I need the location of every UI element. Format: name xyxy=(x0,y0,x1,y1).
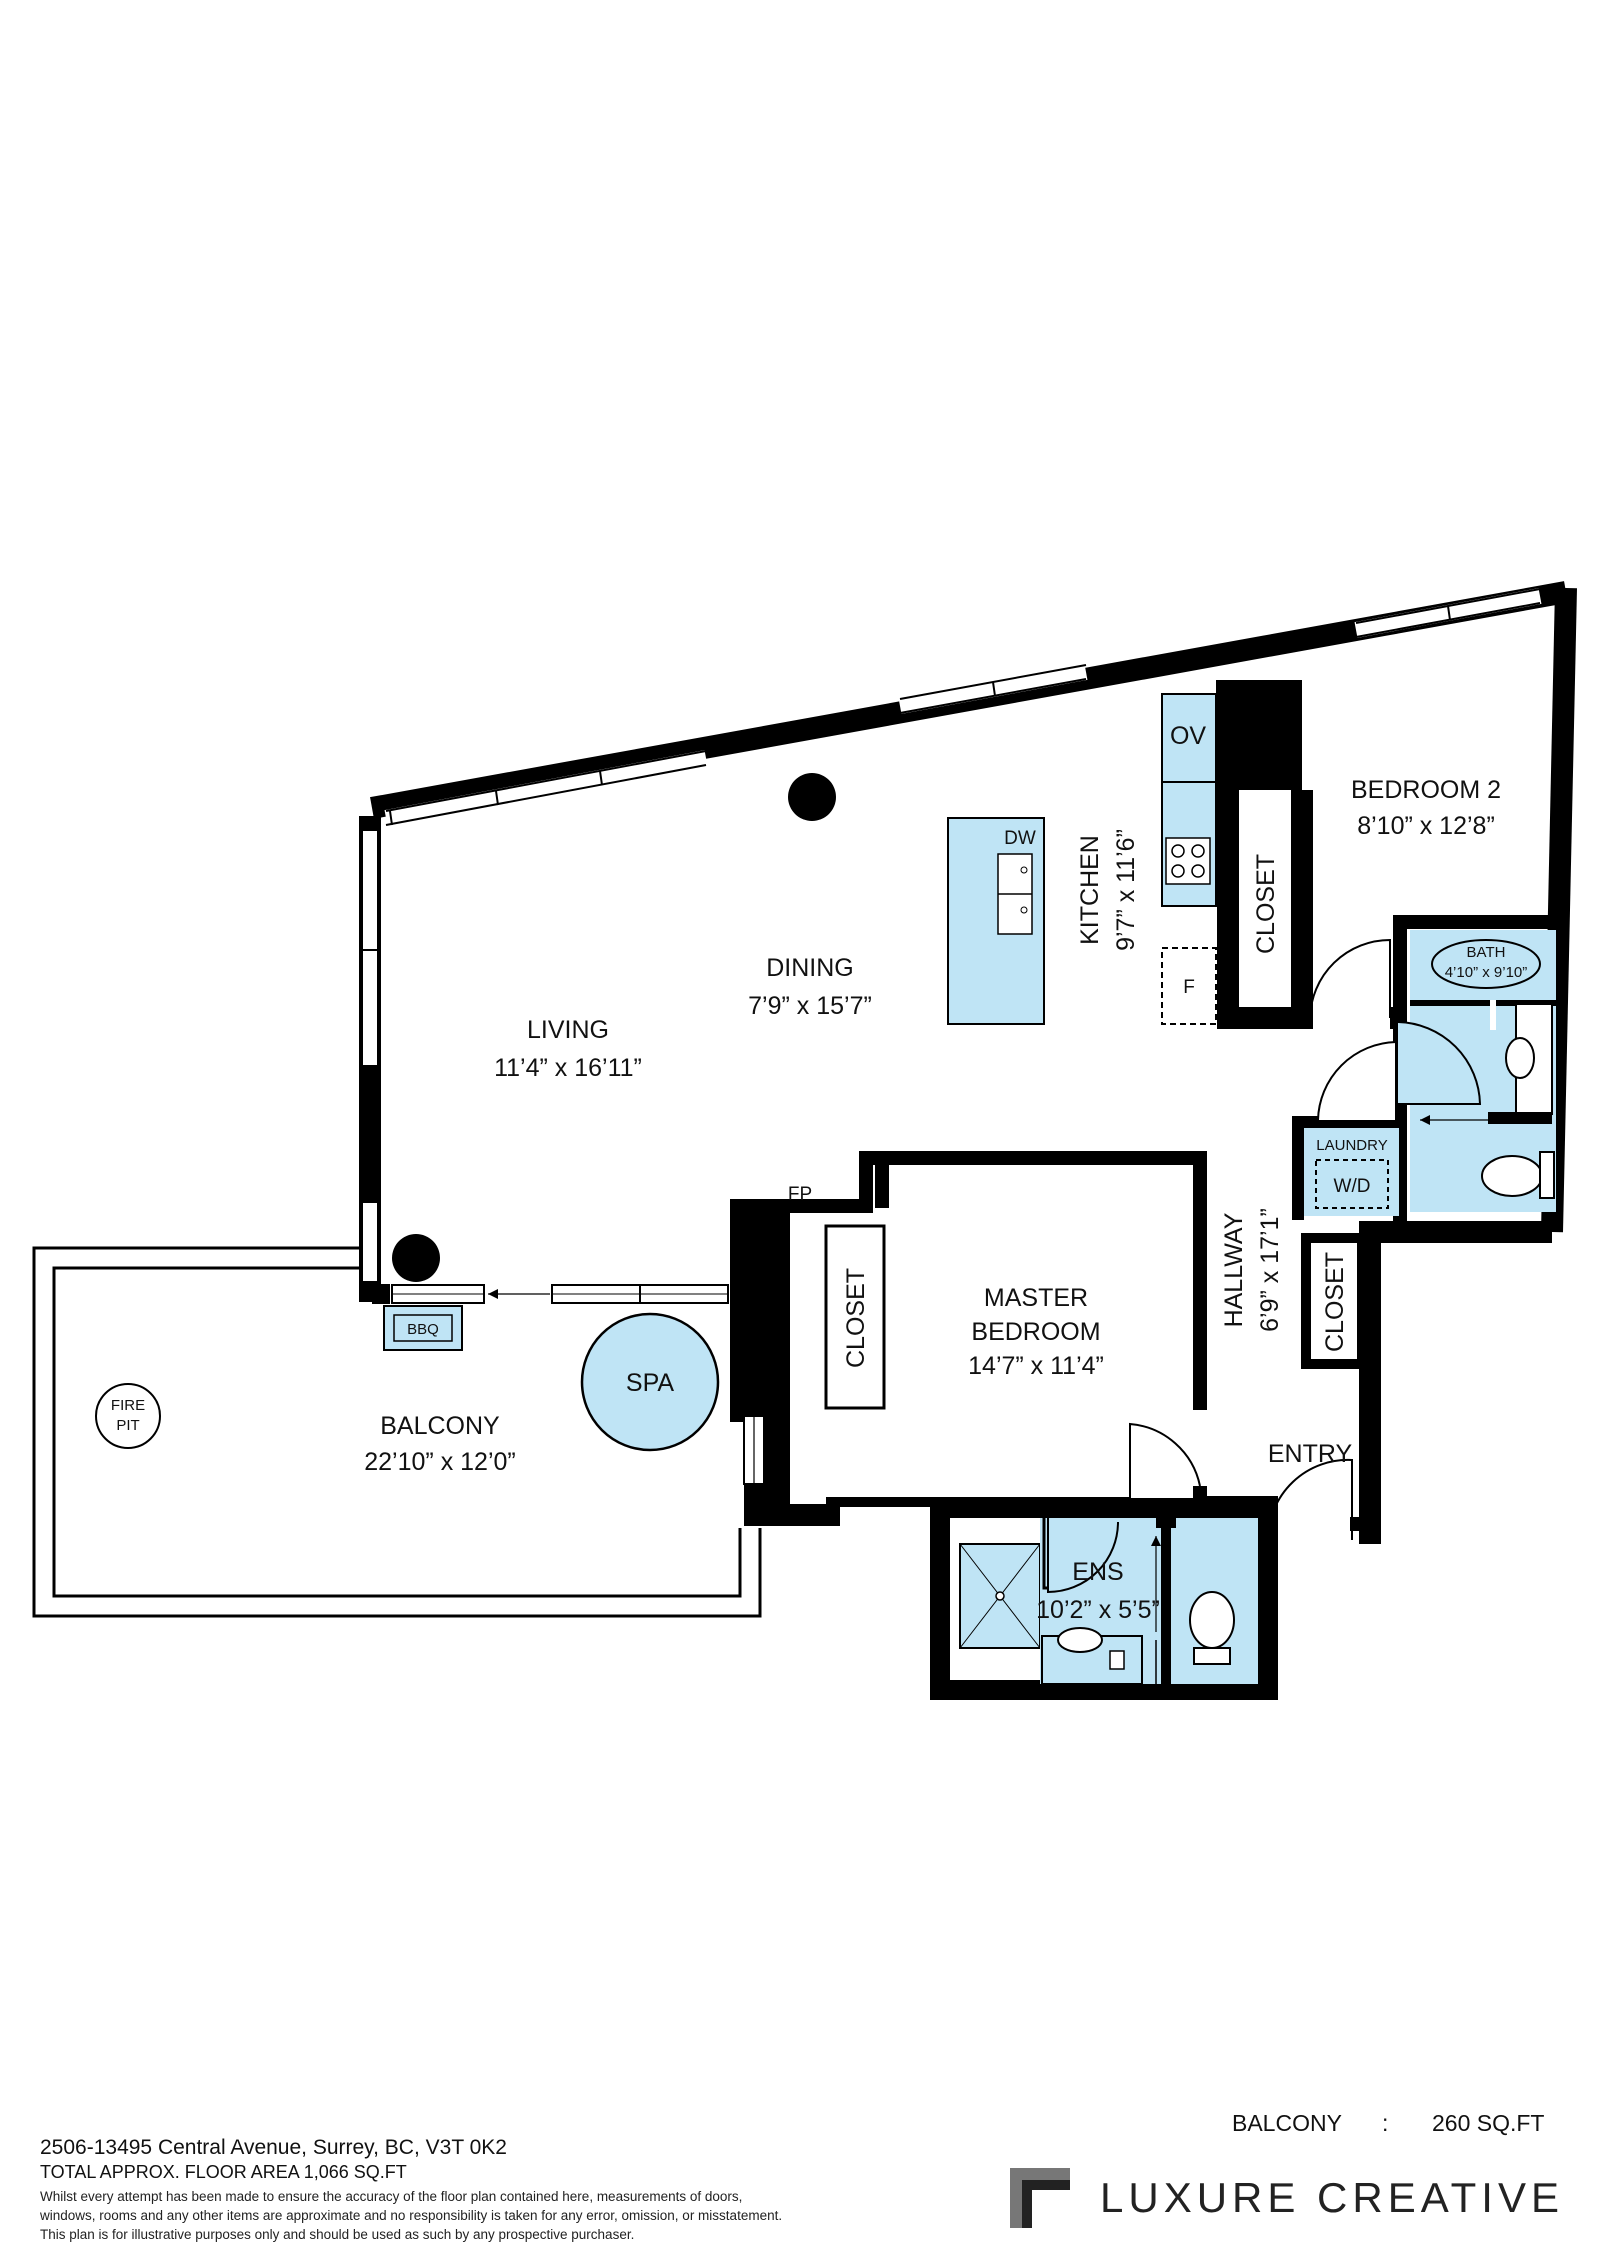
total-floor-area: TOTAL APPROX. FLOOR AREA 1,066 SQ.FT xyxy=(40,2162,407,2182)
bath-toilet-icon xyxy=(1481,1155,1543,1197)
oven-label: OV xyxy=(1170,722,1206,750)
bath-door[interactable] xyxy=(1397,1021,1482,1105)
laundry-door[interactable] xyxy=(1317,1040,1397,1121)
bath-label: BATH xyxy=(1467,944,1506,961)
plan-footer: 2506-13495 Central Avenue, Surrey, BC, V… xyxy=(40,2135,782,2244)
balcony-railing-outer xyxy=(32,1246,762,1618)
bedroom2-label: BEDROOM 2 xyxy=(1351,776,1501,804)
master-north-east-wall xyxy=(866,1151,1207,1410)
hallway-closet-label: CLOSET xyxy=(1321,1252,1349,1352)
fire-pit-label-2: PIT xyxy=(116,1417,139,1434)
bedroom2-closet-label: CLOSET xyxy=(1252,854,1280,954)
fire-pit-icon xyxy=(95,1383,161,1449)
balcony-railing-inner xyxy=(52,1266,742,1598)
hallway-label: HALLWAY xyxy=(1220,1212,1248,1327)
bath-north-wall xyxy=(1393,915,1562,1018)
cooktop-icon xyxy=(1165,837,1211,885)
disclaimer: Whilst every attempt has been made to en… xyxy=(40,2187,782,2244)
bbq-label: BBQ xyxy=(407,1321,439,1338)
dining-label: DINING xyxy=(766,954,854,982)
property-address: 2506-13495 Central Avenue, Surrey, BC, V… xyxy=(40,2136,507,2159)
spa-label: SPA xyxy=(626,1369,674,1397)
master-label-1: MASTER xyxy=(984,1284,1088,1312)
kitchen-label: KITCHEN xyxy=(1076,835,1104,945)
ensuite-door-jamb xyxy=(1042,1508,1048,1590)
entry-door[interactable] xyxy=(1266,1458,1353,1541)
bbq-grill-icon xyxy=(393,1314,453,1342)
living-label: LIVING xyxy=(527,1016,609,1044)
hallway-east-wall xyxy=(1359,1221,1552,1544)
fire-pit-label-1: FIRE xyxy=(111,1397,145,1414)
laundry-walls xyxy=(1292,1116,1400,1220)
washer-dryer-label: W/D xyxy=(1334,1176,1371,1197)
bedroom2-pillar xyxy=(1216,680,1302,796)
ensuite-label: ENS xyxy=(1072,1558,1123,1586)
north-windows xyxy=(384,588,1542,826)
master-door[interactable] xyxy=(1129,1422,1201,1502)
disclaimer-line-3: This plan is for illustrative purposes o… xyxy=(40,2227,635,2242)
washer-dryer-icon xyxy=(1315,1159,1389,1209)
bath-label-ellipse xyxy=(1431,939,1541,989)
brand-name: LUXURE CREATIVE xyxy=(1100,2174,1564,2221)
ensuite-door[interactable] xyxy=(1047,1514,1119,1594)
master-label-2: BEDROOM xyxy=(971,1318,1100,1346)
laundry-floor xyxy=(1304,1128,1400,1216)
balcony-area-summary: BALCONY : 260 SQ.FT xyxy=(1232,2110,1544,2137)
spa-icon xyxy=(580,1312,720,1452)
hallway-dims: 6’9” x 17’1” xyxy=(1256,1208,1284,1332)
sink-icon xyxy=(1057,1627,1103,1653)
laundry-label: LAUNDRY xyxy=(1316,1137,1387,1154)
hallway-closet xyxy=(1301,1233,1367,1369)
kitchen-dims: 9’7” x 11’6” xyxy=(1112,829,1140,951)
master-closet-label: CLOSET xyxy=(842,1268,870,1368)
disclaimer-line-1: Whilst every attempt has been made to en… xyxy=(40,2189,743,2204)
ensuite-walls xyxy=(930,1498,1278,1700)
brand: LUXURE CREATIVE xyxy=(1010,2168,1564,2228)
master-closet xyxy=(824,1224,886,1410)
balcony-area-separator: : xyxy=(1382,2110,1389,2136)
fireplace xyxy=(730,1151,882,1526)
fireplace-label: FP xyxy=(788,1184,812,1205)
balcony-sliding-door[interactable] xyxy=(372,1284,729,1304)
fridge-label: F xyxy=(1183,977,1195,998)
balcony-area-value: 260 SQ.FT xyxy=(1432,2110,1545,2136)
dishwasher-label: DW xyxy=(1004,828,1036,849)
bbq-icon xyxy=(383,1305,463,1351)
floor-plan: LIVING 11’4” x 16’11” DINING 7’9” x 15’7… xyxy=(32,581,1577,1700)
disclaimer-line-2: windows, rooms and any other items are a… xyxy=(40,2208,783,2223)
balcony-area-label: BALCONY xyxy=(1232,2110,1342,2136)
west-windows xyxy=(361,829,379,1283)
dining-dims: 7’9” x 15’7” xyxy=(748,992,872,1020)
fridge-icon xyxy=(1161,947,1217,1025)
master-dims: 14’7” x 11’4” xyxy=(968,1352,1104,1380)
bath-dims: 4’10” x 9’10” xyxy=(1445,964,1528,981)
balcony-label: BALCONY xyxy=(380,1412,500,1440)
bedroom2-door[interactable] xyxy=(1309,938,1391,1019)
brand-logo-icon xyxy=(1010,2168,1070,2228)
bath-sink-icon xyxy=(1505,1037,1535,1079)
bedroom2-dims: 8’10” x 12’8” xyxy=(1357,812,1495,840)
living-dims: 11’4” x 16’11” xyxy=(494,1054,642,1082)
balcony-dims: 22’10” x 12’0” xyxy=(364,1448,515,1476)
ensuite-dims: 10’2” x 5’5” xyxy=(1036,1596,1160,1624)
column-icon xyxy=(392,1234,440,1282)
entry-label: ENTRY xyxy=(1268,1440,1353,1468)
toilet-icon xyxy=(1189,1591,1235,1649)
column-icon xyxy=(788,773,836,821)
